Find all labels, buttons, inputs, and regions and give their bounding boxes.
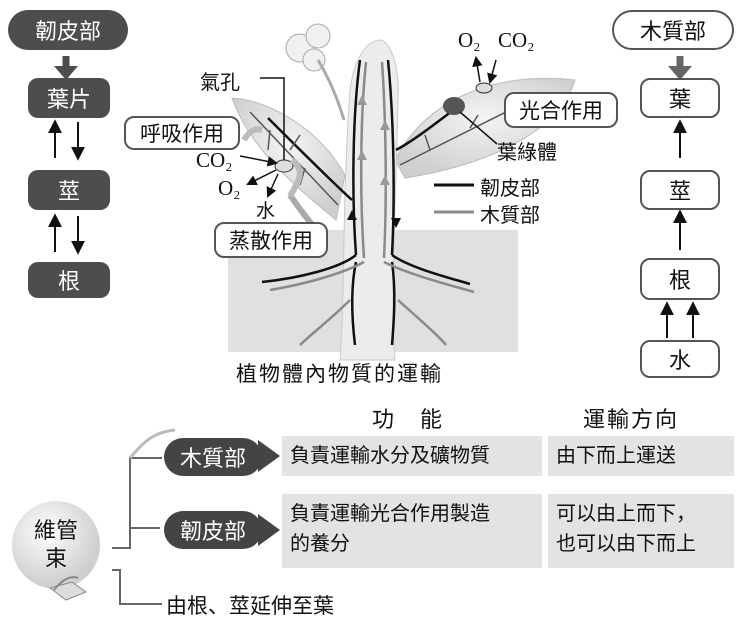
table-header-function: 功 能 bbox=[372, 408, 445, 433]
right-title-xylem: 木質部 bbox=[612, 10, 734, 50]
phloem-tag-tip bbox=[258, 514, 280, 546]
transpiration-label: 蒸散作用 bbox=[214, 222, 328, 258]
diagram-caption: 植物體內物質的運輸 bbox=[236, 362, 443, 386]
right-node-root: 根 bbox=[640, 258, 720, 300]
right-node-stem: 莖 bbox=[640, 170, 720, 210]
extent-text: 由根、莖延伸至葉 bbox=[166, 594, 334, 618]
xylem-tag-tip bbox=[258, 440, 280, 472]
tree-lines bbox=[112, 457, 162, 605]
phloem-lines bbox=[261, 59, 471, 346]
co2-left-label: CO₂ bbox=[196, 148, 233, 172]
right-node-leaf: 葉 bbox=[640, 78, 720, 118]
o2-top-label: O₂ bbox=[458, 28, 481, 52]
vascular-bundle-label: 維管束 bbox=[20, 518, 92, 574]
co2-top-label: CO₂ bbox=[498, 28, 535, 52]
flower bbox=[285, 23, 346, 121]
left-title-phloem: 韌皮部 bbox=[8, 10, 128, 50]
legend-xylem-label: 木質部 bbox=[480, 203, 540, 227]
respiration-label: 呼吸作用 bbox=[124, 116, 240, 150]
chloroplast-label: 葉綠體 bbox=[497, 140, 557, 164]
photosynthesis-label: 光合作用 bbox=[504, 92, 618, 128]
left-flow-arrows bbox=[48, 56, 85, 255]
left-node-stem: 莖 bbox=[28, 170, 110, 210]
legend-phloem-label: 韌皮部 bbox=[480, 176, 540, 200]
right-flow-arrows bbox=[660, 56, 700, 338]
vascular-bundle-text: 維管束 bbox=[20, 518, 92, 574]
top-stoma bbox=[475, 82, 493, 94]
left-node-root: 根 bbox=[28, 262, 110, 298]
left-stoma bbox=[274, 159, 294, 173]
vascular-bundle-line-1: 維管 bbox=[33, 519, 78, 544]
xylem-function-cell: 負責運輸水分及礦物質 bbox=[282, 436, 542, 476]
phloem-function-line-2: 的養分 bbox=[290, 531, 350, 555]
vascular-orb bbox=[12, 501, 100, 589]
phloem-function-line-1: 負責運輸光合作用製造 bbox=[290, 501, 490, 525]
left-leaf bbox=[231, 97, 346, 221]
left-node-leaf: 葉片 bbox=[28, 78, 110, 118]
o2-left-label: O₂ bbox=[218, 176, 241, 200]
xylem-tag: 木質部 bbox=[164, 438, 262, 476]
water-label: 水 bbox=[256, 200, 276, 222]
phloem-tag: 韌皮部 bbox=[164, 511, 262, 549]
phloem-function-cell: 負責運輸光合作用製造 的養分 bbox=[282, 494, 542, 568]
phloem-direction-cell: 可以由上而下， 也可以由下而上 bbox=[548, 494, 734, 568]
phloem-direction-line-2: 也可以由下而上 bbox=[556, 531, 696, 555]
book-icon bbox=[48, 576, 88, 601]
stem-flow-arrows bbox=[347, 95, 401, 228]
phloem-direction-line-1: 可以由上而下， bbox=[556, 501, 696, 525]
stomata-label: 氣孔 bbox=[200, 70, 240, 94]
chloroplast-shape bbox=[443, 97, 465, 115]
vascular-bundle-line-2: 束 bbox=[44, 547, 67, 572]
xylem-direction-cell: 由下而上運送 bbox=[548, 436, 734, 476]
table-header-direction: 運輸方向 bbox=[583, 408, 680, 433]
right-node-water: 水 bbox=[640, 340, 720, 378]
